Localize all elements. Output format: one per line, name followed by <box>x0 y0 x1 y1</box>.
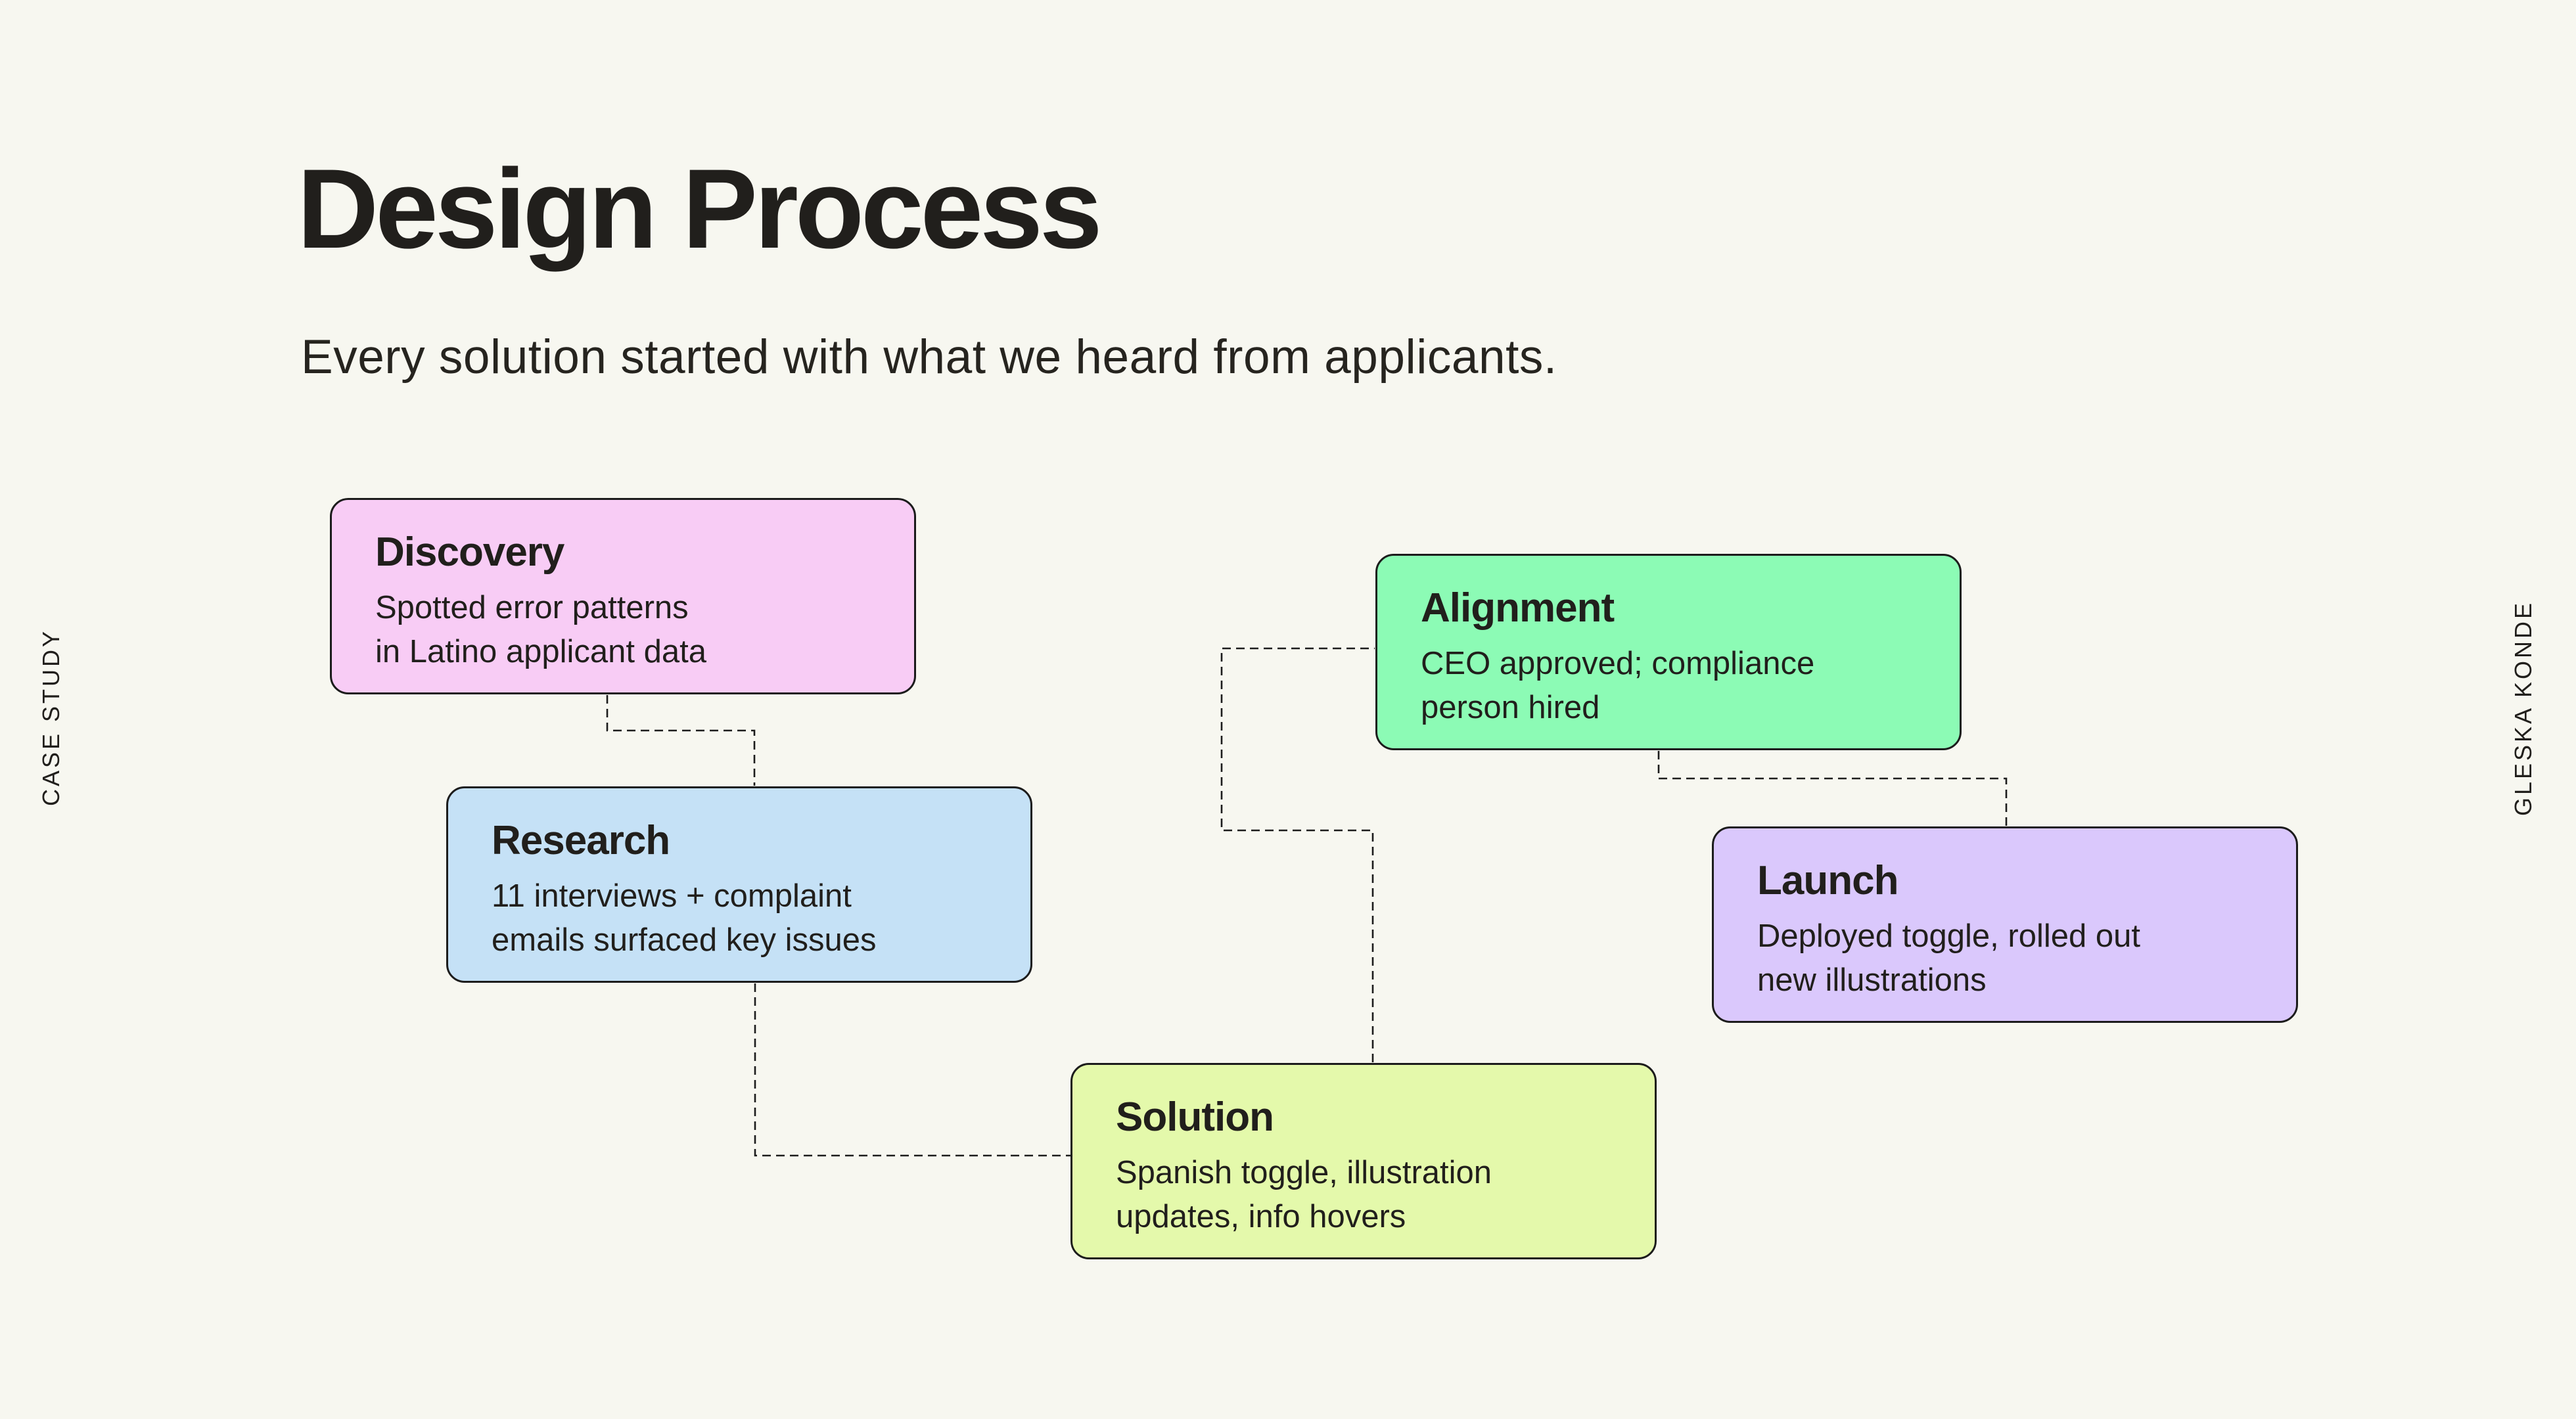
step-card-discovery: Discovery Spotted error patterns in Lati… <box>330 498 916 694</box>
connector-alignment-launch <box>1657 751 2008 826</box>
step-description-line: Spanish toggle, illustration <box>1116 1155 1492 1190</box>
step-card-launch: Launch Deployed toggle, rolled out new i… <box>1712 826 2298 1023</box>
step-description-line: in Latino applicant data <box>375 634 706 669</box>
step-description-line: Deployed toggle, rolled out <box>1757 918 2140 954</box>
side-label-case-study: CASE STUDY <box>37 628 64 807</box>
step-description: CEO approved; compliance person hired <box>1421 642 1916 730</box>
step-card-solution: Solution Spanish toggle, illustration up… <box>1070 1063 1657 1259</box>
step-description-line: new illustrations <box>1757 962 1987 998</box>
connector-discovery-research <box>606 695 756 786</box>
connector-research-solution <box>754 983 1071 1157</box>
step-title: Alignment <box>1421 585 1615 631</box>
step-description-line: updates, info hovers <box>1116 1199 1406 1234</box>
side-label-author: GLESKA KONDE <box>2510 600 2537 817</box>
step-description-line: Spotted error patterns <box>375 590 689 625</box>
connector-solution-alignment <box>1220 647 1375 1062</box>
step-description-line: CEO approved; compliance <box>1421 646 1815 681</box>
step-description-line: 11 interviews + complaint <box>492 878 852 914</box>
page-subtitle: Every solution started with what we hear… <box>301 330 1557 384</box>
step-title: Launch <box>1757 858 1898 903</box>
step-description: Spotted error patterns in Latino applica… <box>375 586 871 674</box>
page-title: Design Process <box>297 146 1103 272</box>
step-title: Research <box>492 818 670 863</box>
step-title: Solution <box>1116 1094 1274 1140</box>
step-description-line: emails surfaced key issues <box>492 922 877 958</box>
step-description-line: person hired <box>1421 690 1600 725</box>
step-description: Spanish toggle, illustration updates, in… <box>1116 1151 1611 1239</box>
step-description: 11 interviews + complaint emails surface… <box>492 874 987 962</box>
step-description: Deployed toggle, rolled out new illustra… <box>1757 914 2253 1002</box>
step-card-alignment: Alignment CEO approved; compliance perso… <box>1375 554 1962 750</box>
step-card-research: Research 11 interviews + complaint email… <box>446 786 1032 983</box>
step-title: Discovery <box>375 529 564 575</box>
